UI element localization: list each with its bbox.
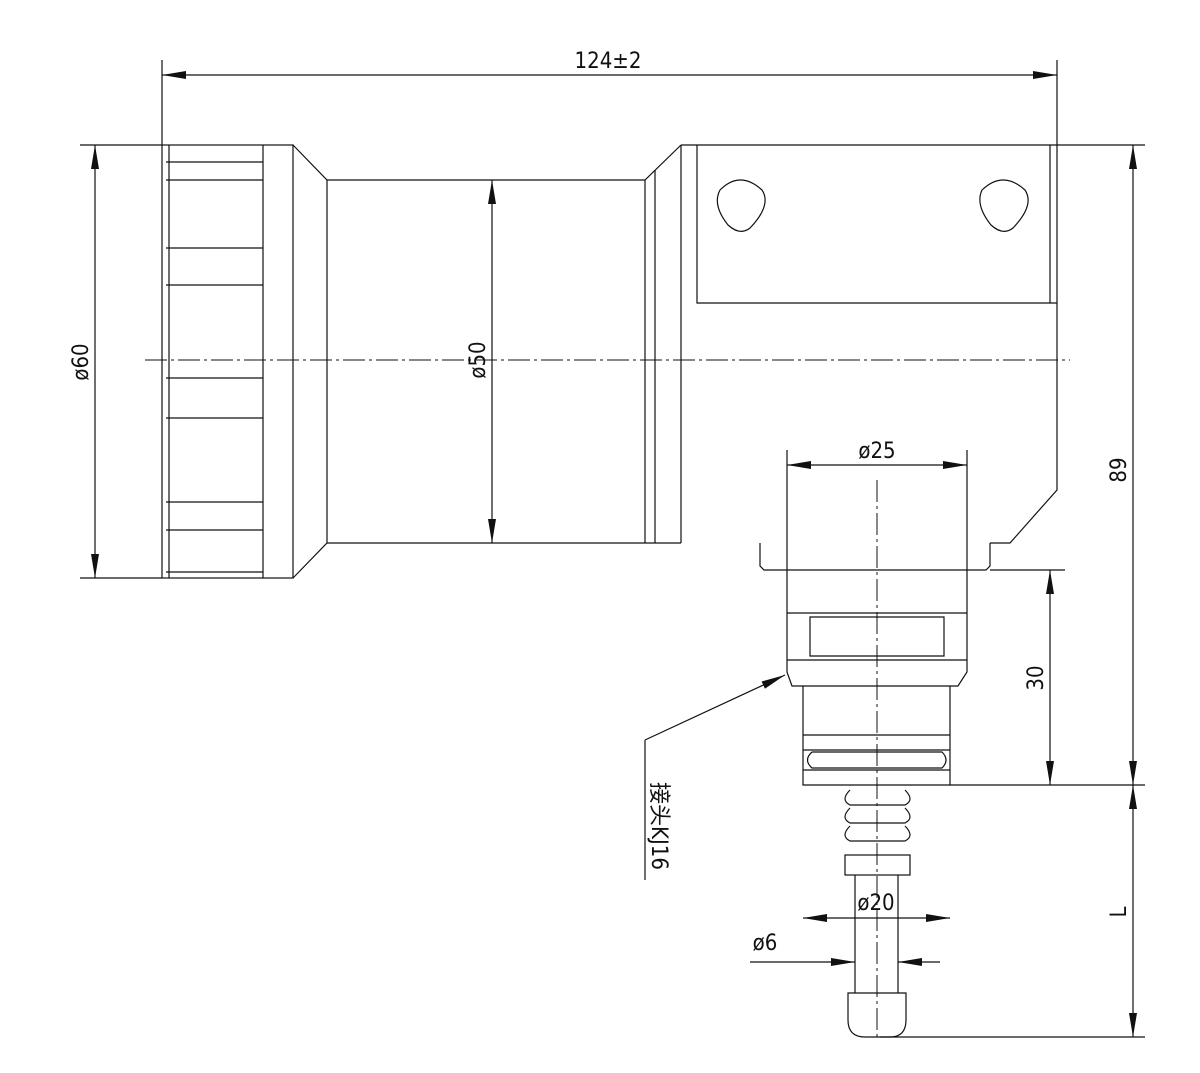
spring (844, 789, 911, 876)
dim-text-ø50: ø50 (466, 341, 491, 378)
oval-hole-right (979, 179, 1029, 232)
dimension-L (880, 785, 1145, 1038)
right-housing (680, 144, 1058, 544)
fitting-kj16 (759, 543, 991, 786)
dimension-30 (950, 569, 1145, 786)
dimension-ø60 (80, 144, 162, 579)
oval-hole-left (716, 179, 766, 232)
dim-text-89: 89 (1107, 457, 1132, 482)
dim-text-ø6: ø6 (753, 931, 778, 956)
dim-text-ø25: ø25 (858, 439, 895, 464)
knurled-nut (161, 144, 294, 579)
connector-label: 接头KJ16 (646, 782, 671, 870)
tube-body (292, 144, 682, 579)
dim-text-124: 124±2 (575, 49, 642, 74)
dim-text-30: 30 (1024, 665, 1049, 690)
dimension-ø25 (786, 450, 968, 570)
dim-text-ø20: ø20 (857, 891, 894, 916)
dimension-124 (161, 60, 1058, 145)
dimension-89 (1057, 144, 1145, 785)
connector-leader (644, 674, 786, 880)
dim-text-L: L (1107, 906, 1132, 917)
dim-text-ø60: ø60 (69, 343, 94, 380)
